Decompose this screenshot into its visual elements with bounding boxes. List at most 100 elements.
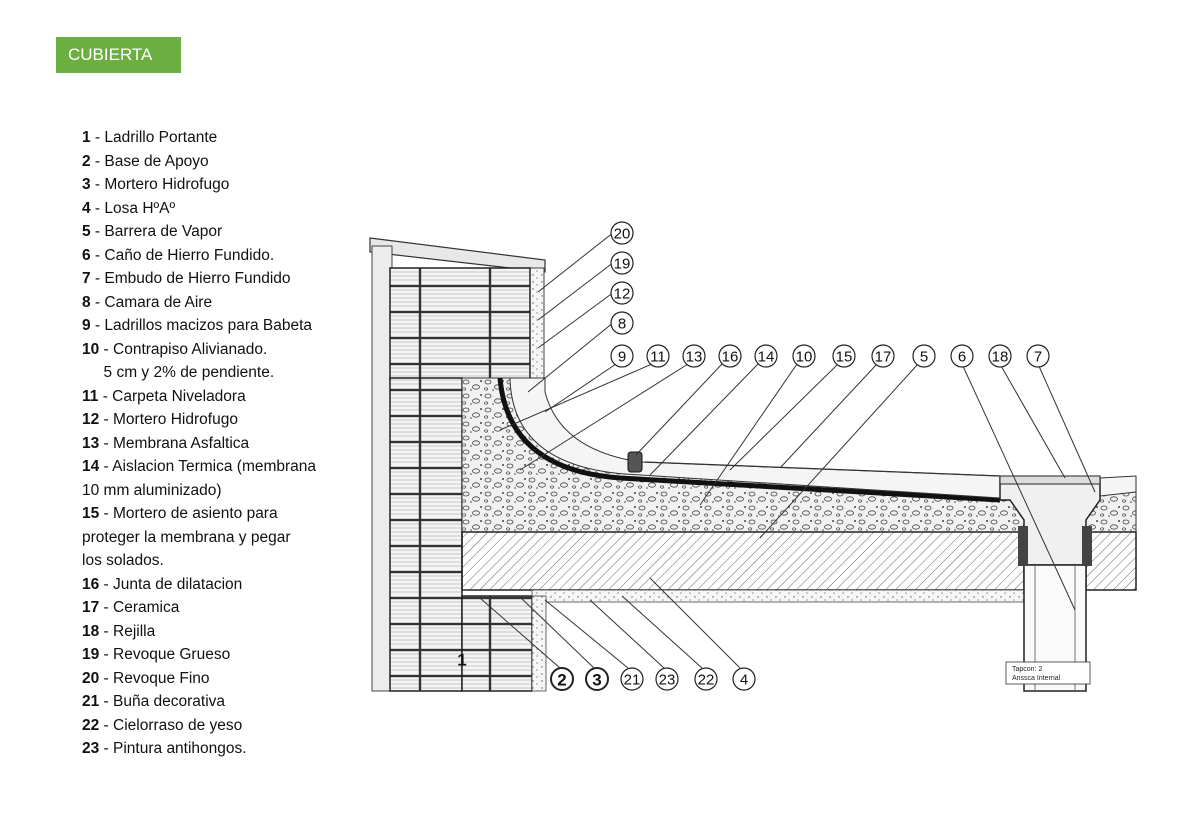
legend-text: - Aislacion Termica (membrana [99,458,317,475]
callout-label: 18 [992,349,1009,366]
callout-label: 22 [698,672,715,689]
legend-text: - Pintura antihongos. [99,740,247,757]
callout-label: 21 [624,672,641,689]
legend-number: 1 [82,129,91,146]
legend-text: - Mortero de asiento para [99,505,278,522]
callout-label: 13 [686,349,703,366]
legend-text: - Barrera de Vapor [90,223,223,240]
drawing-stamp-line-2: Anssca Internal [1012,675,1061,682]
legend-item: proteger la membrana y pegar [82,526,372,550]
legend-item: 5 - Barrera de Vapor [82,220,372,244]
membrana-asfaltica [497,377,1001,503]
callout-circle [646,344,670,368]
callout-number: 19 [610,251,634,275]
callout-label: 9 [618,349,626,366]
callout-circle [585,667,609,691]
legend-item: 8 - Camara de Aire [82,291,372,315]
legend-item: 10 mm aluminizado) [82,479,372,503]
callout-circle [610,311,634,335]
callout-number: 22 [694,667,718,691]
callout-label: 19 [614,256,631,273]
legend-item: 6 - Caño de Hierro Fundido. [82,244,372,268]
legend-text: - Buña decorativa [99,693,226,710]
legend-number: 21 [82,693,100,710]
legend-number: 8 [82,293,91,311]
callout-number: 8 [610,311,634,335]
legend-item: 16 - Junta de dilatacion [82,573,372,597]
callout-circle [610,251,634,275]
legend-item: 7 - Embudo de Hierro Fundido [82,267,372,291]
callout-circle [620,667,644,691]
legend-number: 22 [82,716,100,734]
legend-text: - Mortero Hidrofugo [99,411,238,428]
legend-text: - Revoque Grueso [99,646,231,663]
drawing-stamp [1005,661,1091,685]
legend-text: - Contrapiso Alivianado. [99,340,268,358]
legend-text: - Junta de dilatacion [99,575,243,593]
brick-wall-lower [389,377,463,692]
legend-number: 18 [82,622,100,640]
callout-number: 9 [610,344,634,368]
legend-item: 22 - Cielorraso de yeso [82,714,372,738]
wall-number-label: 1 [457,651,466,670]
legend-number: 11 [82,387,99,405]
callout-number: 5 [912,344,936,368]
legend-text: - Caño de Hierro Fundido. [90,246,275,264]
legend-number: 7 [82,270,91,287]
legend-number: 2 [82,152,91,170]
callout-number: 7 [1026,344,1050,368]
legend-text: - Ladrillo Portante [90,129,218,146]
legend-number: 10 [82,340,100,358]
legend-text: - Revoque Fino [99,669,210,687]
callout-number: 23 [655,667,679,691]
legend-text: - Base de Apoyo [90,152,209,170]
legend-item: 12 - Mortero Hidrofugo [82,408,372,432]
callout-label: 7 [1034,349,1042,366]
parapet-render [371,245,393,692]
brick-wall-upper [389,267,531,381]
callout-number: 20 [610,221,634,245]
legend-number: 20 [82,669,100,687]
legend-number: 17 [82,599,100,616]
legend-text: - Rejilla [99,622,156,640]
legend-number: 16 [82,575,100,593]
callout-circle [1026,344,1050,368]
callout-number: 10 [792,344,816,368]
losa-hormigon-right [1085,531,1137,591]
legend-text: 5 cm y 2% de pendiente. [82,364,275,381]
legend-number: 9 [82,317,91,334]
legend-text: - Losa HºAº [90,199,176,217]
legend-number: 6 [82,246,91,264]
callout-circle [950,344,974,368]
parapet-render-inner [529,267,545,379]
callout-label: 10 [796,349,813,366]
callout-circle [550,667,574,691]
legend-number: 23 [82,740,100,757]
callout-number: 11 [646,344,670,368]
legend-text: - Ceramica [99,599,180,616]
brick-wall-bottom-right [461,595,533,692]
callout-circle [610,344,634,368]
callout-number: 15 [832,344,856,368]
callout-number: 2 [550,667,574,691]
legend-text: proteger la membrana y pegar [82,528,291,546]
legend-text: - Camara de Aire [90,293,213,311]
legend-text: - Cielorraso de yeso [99,716,243,734]
legend-text: los solados. [82,552,164,569]
legend-item: 20 - Revoque Fino [82,667,372,691]
callout-label: 3 [592,671,601,690]
callout-circle [988,344,1012,368]
legend-item: 21 - Buña decorativa [82,690,372,714]
legend-item: los solados. [82,549,372,573]
legend-item: 15 - Mortero de asiento para [82,502,372,526]
legend-item: 10 - Contrapiso Alivianado. [82,338,372,362]
callout-number: 17 [871,344,895,368]
right-floor [1099,475,1137,497]
legend-item: 9 - Ladrillos macizos para Babeta [82,314,372,338]
callout-number: 4 [732,667,756,691]
losa-hormigon [461,531,1025,591]
legend-item: 14 - Aislacion Termica (membrana [82,455,372,479]
callout-circle [912,344,936,368]
callout-circle [610,281,634,305]
